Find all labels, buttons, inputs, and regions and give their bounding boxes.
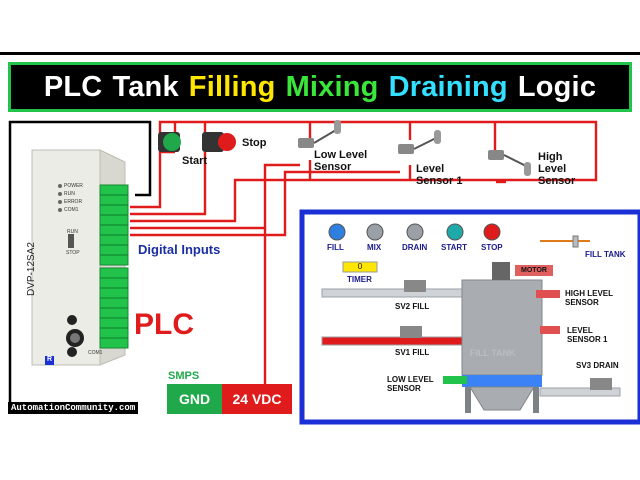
plc-caption: PLC xyxy=(134,308,194,341)
fill-tank-slider-label: FILL TANK xyxy=(585,250,626,259)
run-stop-switch xyxy=(68,234,74,248)
common-wire xyxy=(8,120,152,405)
stop-pushbutton xyxy=(202,132,236,152)
level1-indicator xyxy=(540,326,560,334)
tank xyxy=(461,279,543,376)
sv1-label: SV1 FILL xyxy=(395,348,430,357)
top-rule xyxy=(0,52,640,55)
title-word-5: Draining xyxy=(388,70,508,103)
tank-liquid xyxy=(462,375,542,387)
mixer-motor xyxy=(492,262,510,280)
title-word-4: Mixing xyxy=(285,70,379,103)
gnd-terminal xyxy=(167,384,222,414)
title-banner: PLC Tank Filling Mixing Draining Logic xyxy=(8,62,632,112)
timer-label: TIMER xyxy=(347,275,372,284)
plc-badge-label: R xyxy=(47,356,53,363)
website-label: AutomationCommunity.com xyxy=(8,402,139,414)
title-word-1: PLC xyxy=(43,70,103,103)
hmi-fill-label: FILL xyxy=(327,243,344,252)
plc-unit xyxy=(31,149,129,366)
sv1-valve xyxy=(400,326,422,338)
tank-hopper xyxy=(469,386,535,411)
plc-com-label: COM1 xyxy=(88,350,103,356)
potentiometer-2 xyxy=(67,347,77,357)
sv3-pipe xyxy=(539,387,621,397)
hmi-start-button[interactable] xyxy=(446,223,464,241)
plc-led-power: POWER xyxy=(64,183,83,189)
plc-model-label: DVP-12SA2 xyxy=(26,242,37,296)
hmi-stop-label: STOP xyxy=(481,243,503,252)
hmi-drain-button[interactable] xyxy=(406,223,424,241)
plc-led-error: ERROR xyxy=(64,199,83,205)
sv1-pipe xyxy=(321,336,463,346)
low-level-hmi-label: LOW LEVEL SENSOR xyxy=(387,375,434,393)
sv2-valve xyxy=(404,280,426,292)
timer-value: 0 xyxy=(357,262,363,271)
level1-hmi-label: LEVEL SENSOR 1 xyxy=(567,326,608,344)
title-word-2: Tank xyxy=(112,70,179,103)
motor-tag-label: MOTOR xyxy=(521,267,547,274)
input-wires xyxy=(130,120,598,392)
sv3-valve xyxy=(590,378,612,390)
high-level-sensor-label: High Level Sensor xyxy=(538,151,576,187)
start-label: Start xyxy=(182,155,208,167)
potentiometer xyxy=(67,315,77,325)
vdc-label: 24 VDC xyxy=(232,391,282,407)
fill-tank-slider-handle[interactable] xyxy=(572,235,579,248)
hmi-start-label: START xyxy=(441,243,468,252)
sv2-label: SV2 FILL xyxy=(395,302,430,311)
timer-box xyxy=(342,261,378,273)
plc-badge xyxy=(45,356,54,365)
plc-stop-label: STOP xyxy=(66,250,80,256)
hmi-drain-label: DRAIN xyxy=(402,243,428,252)
plc-led-com1: COM1 xyxy=(64,207,79,213)
hmi-panel xyxy=(299,209,640,425)
sv3-label: SV3 DRAIN xyxy=(576,361,619,370)
digital-inputs-label: Digital Inputs xyxy=(138,242,221,257)
title-word-6: Logic xyxy=(517,70,597,103)
gnd-label: GND xyxy=(178,391,211,407)
sv2-pipe xyxy=(321,288,463,298)
hmi-mix-label: MIX xyxy=(367,243,382,252)
plc-led-run: RUN xyxy=(64,191,75,197)
low-level-sensor-label: Low Level Sensor xyxy=(314,149,368,173)
level-sensor-1-device xyxy=(398,130,441,154)
high-level-hmi-label: HIGH LEVEL SENSOR xyxy=(565,289,614,307)
level-sensor-1-label: Level Sensor 1 xyxy=(416,163,463,187)
smps-label: SMPS xyxy=(168,370,200,382)
motor-tag xyxy=(515,265,553,276)
vdc-terminal xyxy=(222,384,292,414)
plc-run-label: RUN xyxy=(67,229,78,235)
title-word-3: Filling xyxy=(188,70,276,103)
hmi-stop-button[interactable] xyxy=(483,223,501,241)
low-level-sensor-device xyxy=(298,120,341,148)
high-level-sensor-device xyxy=(488,150,531,176)
low-level-indicator xyxy=(443,376,467,384)
hmi-mix-button[interactable] xyxy=(366,223,384,241)
start-pushbutton xyxy=(158,132,181,152)
tank-faint-text: FILL TANK xyxy=(470,348,516,358)
stop-label: Stop xyxy=(242,137,267,149)
high-level-indicator xyxy=(536,290,560,298)
hmi-fill-button[interactable] xyxy=(328,223,346,241)
